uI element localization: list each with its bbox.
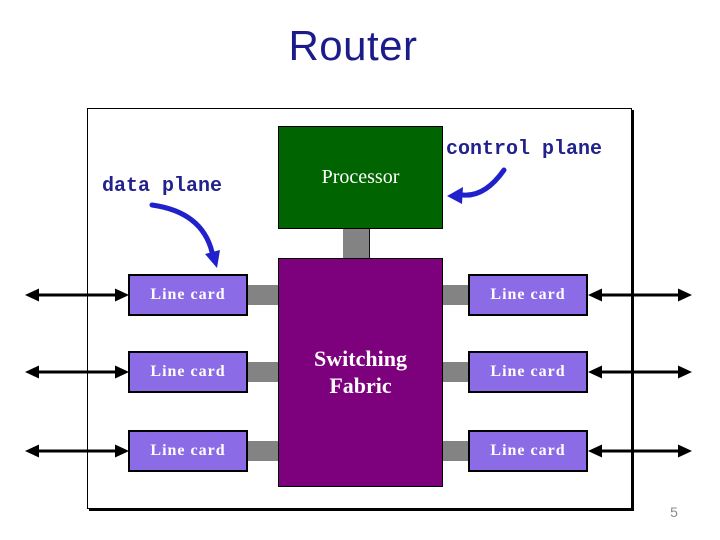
bidirectional-arrow-right-3-icon (588, 444, 692, 458)
line-card-right-2: Line card (468, 351, 588, 393)
line-card-label: Line card (150, 286, 226, 303)
line-card-label: Line card (150, 442, 226, 459)
connector-left-3 (248, 441, 278, 461)
bidirectional-arrow-left-3-icon (25, 444, 129, 458)
line-card-label: Line card (490, 442, 566, 459)
slide-page-number: 5 (670, 504, 678, 520)
line-card-label: Line card (150, 363, 226, 380)
line-card-left-1: Line card (128, 274, 248, 316)
line-card-right-1: Line card (468, 274, 588, 316)
connector-right-3 (443, 441, 468, 461)
line-card-label: Line card (490, 286, 566, 303)
bidirectional-arrow-right-1-icon (588, 288, 692, 302)
control-plane-label: control plane (446, 138, 603, 161)
line-card-left-3: Line card (128, 430, 248, 472)
line-card-label: Line card (490, 363, 566, 380)
connector-right-1 (443, 285, 468, 305)
bidirectional-arrow-left-1-icon (25, 288, 129, 302)
connector-left-1 (248, 285, 278, 305)
data-plane-label: data plane (102, 175, 223, 198)
bidirectional-arrow-left-2-icon (25, 365, 129, 379)
processor-label: Processor (321, 166, 400, 188)
connector-right-2 (443, 362, 468, 382)
connector-left-2 (248, 362, 278, 382)
switching-fabric-box: Switching Fabric (278, 258, 443, 487)
processor-fabric-connector (343, 229, 370, 258)
slide-title: Router (288, 22, 418, 69)
bidirectional-arrow-right-2-icon (588, 365, 692, 379)
line-card-right-3: Line card (468, 430, 588, 472)
processor-box: Processor (278, 126, 443, 229)
router-frame (87, 108, 632, 509)
line-card-left-2: Line card (128, 351, 248, 393)
switching-fabric-label: Switching Fabric (314, 345, 407, 398)
